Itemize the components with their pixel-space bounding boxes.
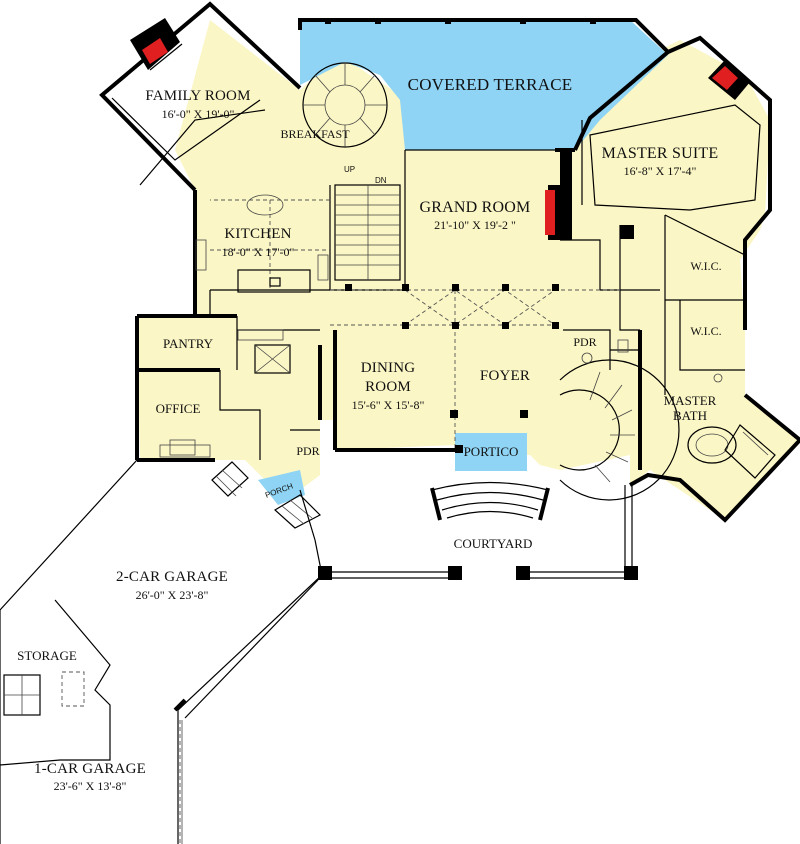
stair-up-label: UP [344,165,355,174]
master-suite-name: MASTER SUITE [602,145,719,162]
kitchen-name: KITCHEN [224,226,291,242]
porch-steps [211,461,322,529]
storage-name: STORAGE [17,648,77,663]
office-name: OFFICE [156,401,201,416]
fireplace-grand-room-icon [545,190,555,235]
kitchen-stair: UP DN [334,165,401,281]
courtyard-name: COURTYARD [454,536,533,551]
garage-1car-dims: 23'-6" X 13'-8" [54,779,127,793]
grand-room-name: GRAND ROOM [420,199,531,216]
breakfast-spiral-stair [302,62,388,148]
garage-1car-name: 1-CAR GARAGE [34,761,146,777]
pdr-1-name: PDR [573,335,596,349]
dining-room-name-line2: ROOM [365,379,411,395]
family-room-dims: 16'-0" X 19'-0" [162,107,235,121]
master-bath-name-line2: BATH [673,408,707,423]
grand-room-dims: 21'-10" X 19'-2 " [434,218,516,232]
fireplace-family-room-icon [142,38,168,64]
dining-room-name-line1: DINING [361,360,416,376]
main-floor-area [137,20,800,520]
portico-steps [430,481,550,521]
porch-area [258,470,305,505]
portico-name: PORTICO [464,444,519,459]
garage-2car-name: 2-CAR GARAGE [116,569,228,585]
covered-terrace-name: COVERED TERRACE [408,75,573,94]
stair-down-label: DN [375,176,387,185]
breakfast-name: BREAKFAST [280,127,350,141]
garage-walls [0,459,323,844]
fireplaces [130,18,750,240]
wic-2-name: W.I.C. [690,324,721,338]
master-suite-dims: 16'-8" X 17'-4" [624,164,697,178]
ceiling-beams [210,199,620,450]
pdr-2-name: PDR [296,444,319,458]
kitchen-dims: 18'-0" X 17'-0" [222,245,295,259]
bath-fixtures [581,339,776,479]
fireplace-master-suite-icon [712,66,738,90]
master-bath-name-line1: MASTER [664,393,717,408]
portico-area [455,433,527,471]
kitchen-fixtures [159,194,329,458]
room-labels: FAMILY ROOM 16'-0" X 19'-0" COVERED TERR… [17,75,721,793]
wic-1-name: W.I.C. [690,259,721,273]
courtyard-boundary [318,485,638,580]
garage-2car-dims: 26'-0" X 23'-8" [136,588,209,602]
foyer-spiral-stair [559,359,680,501]
dining-room-dims: 15'-6" X 15'-8" [352,398,425,412]
family-room-name: FAMILY ROOM [145,88,250,104]
pantry-name: PANTRY [163,336,214,351]
columns [325,18,634,453]
foyer-name: FOYER [480,368,530,384]
terrace-area [300,20,668,150]
